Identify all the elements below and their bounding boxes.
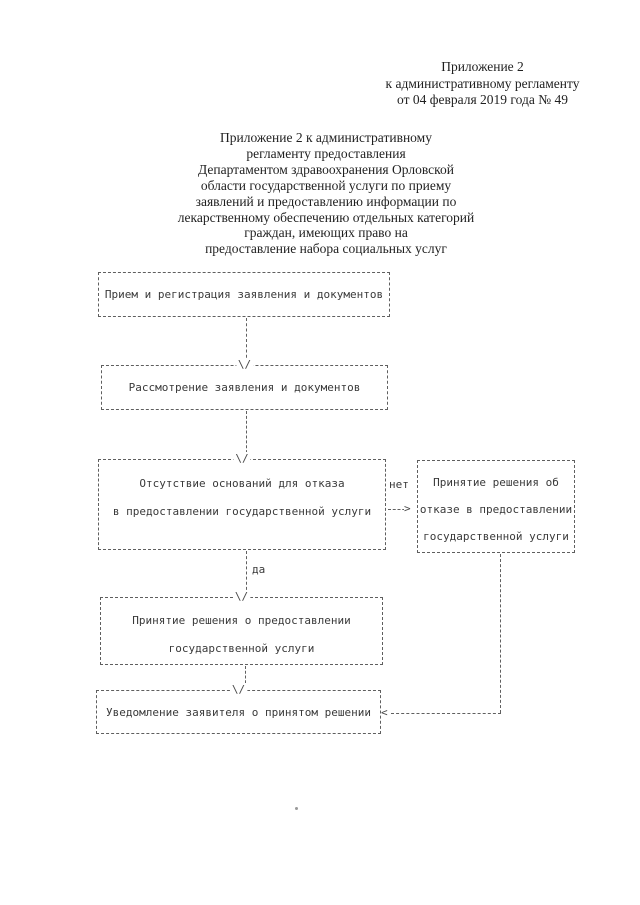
document-title: Приложение 2 к административному регламе… xyxy=(148,130,504,257)
flow-box-text: в предоставлении государственной услуги xyxy=(112,505,372,518)
title-line: области государственной услуги по приему xyxy=(200,177,452,193)
connector-check-refusal xyxy=(388,509,410,510)
flow-box-reception: Прием и регистрация заявления и документ… xyxy=(98,272,390,317)
arrow-right-icon: > xyxy=(404,502,411,516)
title-line: предоставление набора социальных услуг xyxy=(205,241,447,257)
branch-label-no: нет xyxy=(389,478,409,491)
appendix-ref-line: к административному регламенту xyxy=(385,75,580,91)
flow-box-refusal: Принятие решения об отказе в предоставле… xyxy=(417,460,575,553)
connector-check-approval xyxy=(246,551,247,595)
arrow-down-icon: \/ xyxy=(229,683,248,697)
flow-box-text: государственной услуги xyxy=(423,530,569,543)
title-line: регламенту предоставления xyxy=(246,145,406,161)
flow-box-review: \/ Рассмотрение заявления и документов xyxy=(101,358,388,410)
flow-box-approval: \/ Принятие решения о предоставлении гос… xyxy=(100,590,383,665)
connector-reception-review xyxy=(246,318,247,363)
flow-box-text: Уведомление заявителя о принятом решении xyxy=(106,705,371,719)
flow-box-text: Рассмотрение заявления и документов xyxy=(128,381,361,394)
scan-artifact-dot xyxy=(295,807,298,810)
title-line: заявлений и предоставлению информации по xyxy=(195,193,457,209)
connector-review-check xyxy=(246,411,247,458)
flow-box-text: Отсутствие оснований для отказа xyxy=(139,477,345,490)
title-line: Департаментом здравоохранения Орловской xyxy=(198,161,454,177)
connector-refusal-notification xyxy=(391,713,501,714)
flow-box-text: Принятие решения о предоставлении xyxy=(132,614,351,627)
flow-box-notification: \/ Уведомление заявителя о принятом реше… xyxy=(96,683,381,734)
connector-approval-notification xyxy=(245,666,246,688)
flow-box-text: Прием и регистрация заявления и документ… xyxy=(104,288,384,301)
appendix-ref-line: Приложение 2 xyxy=(441,59,524,74)
title-line: Приложение 2 к административному xyxy=(220,130,432,145)
appendix-ref-line: от 04 февраля 2019 года № 49 xyxy=(397,92,568,107)
arrow-left-icon: < xyxy=(381,706,388,720)
arrow-down-icon: \/ xyxy=(235,358,254,372)
flow-box-text: отказе в предоставлении xyxy=(419,503,573,516)
arrow-down-icon: \/ xyxy=(232,590,251,604)
connector-refusal-down xyxy=(500,554,501,713)
flow-box-text: Принятие решения об xyxy=(433,476,559,489)
title-line: лекарственному обеспечению отдельных кат… xyxy=(177,209,475,225)
appendix-reference: Приложение 2 к административному регламе… xyxy=(375,59,590,109)
branch-label-yes: да xyxy=(252,563,266,576)
flow-box-text: государственной услуги xyxy=(168,642,315,655)
title-line: граждан, имеющих право на xyxy=(244,225,408,241)
arrow-down-icon: \/ xyxy=(233,452,251,466)
flow-box-check-grounds: \/ Отсутствие оснований для отказа в пре… xyxy=(98,452,386,550)
